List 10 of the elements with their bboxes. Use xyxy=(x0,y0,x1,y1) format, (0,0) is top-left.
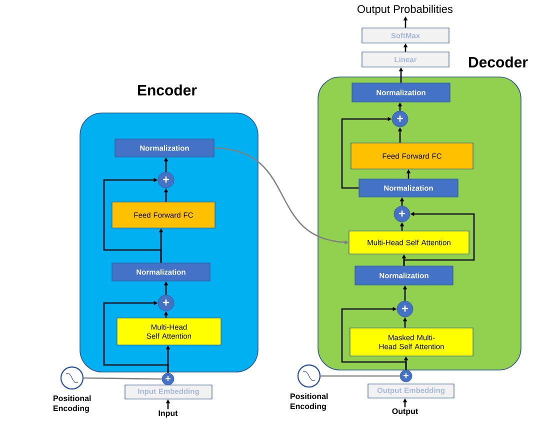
text-label: Output xyxy=(392,408,418,416)
panel-title: Decoder xyxy=(469,56,528,68)
node-label: Positional Encoding xyxy=(54,395,91,413)
text-label: Output Probabilities xyxy=(358,4,453,16)
text-label: Input xyxy=(158,410,178,418)
arrow xyxy=(103,300,169,373)
arrow xyxy=(103,178,162,263)
arrow xyxy=(341,306,407,370)
node-label: Positional Encoding xyxy=(290,393,328,411)
panel-title: Encoder xyxy=(138,84,197,96)
